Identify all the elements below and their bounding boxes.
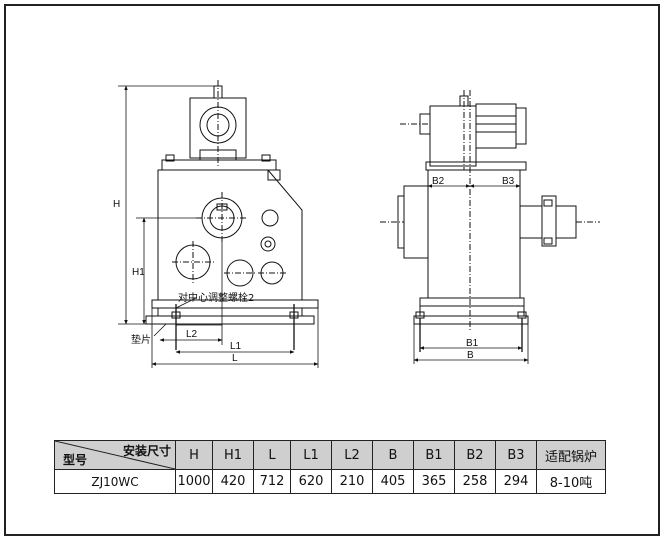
value-cell: 294 bbox=[495, 469, 537, 494]
col-header: B3 bbox=[495, 440, 537, 470]
adjust-bolt-note: 对中心调整螺栓2 bbox=[178, 291, 254, 304]
corner-bottom-label: 型号 bbox=[63, 453, 88, 467]
corner-top-label: 安装尺寸 bbox=[122, 444, 171, 458]
col-header: B bbox=[372, 440, 414, 470]
top-plate bbox=[161, 159, 277, 171]
value-cell: 258 bbox=[454, 469, 496, 494]
col-header: H1 bbox=[212, 440, 254, 470]
table-row: ZJ10WC 1000 420 712 620 210 405 365 258 … bbox=[54, 469, 606, 494]
side-dimensions bbox=[413, 178, 529, 364]
col-header: L1 bbox=[290, 440, 332, 470]
value-cell: 8-10吨 bbox=[536, 469, 606, 494]
side-right-coupling bbox=[519, 205, 543, 239]
col-header: L2 bbox=[331, 440, 373, 470]
col-header: B2 bbox=[454, 440, 496, 470]
label-B3: B3 bbox=[502, 176, 515, 187]
value-cell: 210 bbox=[331, 469, 373, 494]
label-B: B bbox=[467, 350, 474, 361]
side-gearbox bbox=[427, 169, 521, 299]
side-motor-mount bbox=[429, 105, 477, 167]
side-view bbox=[380, 90, 600, 352]
drawing-frame bbox=[4, 4, 660, 536]
col-header: 适配锅炉 bbox=[536, 440, 606, 470]
front-dimensions bbox=[118, 85, 319, 368]
shim-note: 垫片 bbox=[131, 333, 151, 346]
model-cell: ZJ10WC bbox=[54, 469, 176, 494]
side-base-plate bbox=[413, 315, 529, 325]
col-header: H bbox=[175, 440, 213, 470]
label-H1: H1 bbox=[132, 267, 145, 278]
label-H: H bbox=[113, 199, 120, 210]
technical-drawing: H H1 L2 L1 L 对中心调整螺栓2 垫片 bbox=[113, 80, 600, 368]
value-cell: 365 bbox=[413, 469, 455, 494]
gearbox-body bbox=[157, 169, 303, 301]
value-cell: 712 bbox=[253, 469, 291, 494]
gear-circle-left bbox=[175, 244, 211, 280]
label-L1: L1 bbox=[230, 341, 242, 352]
spec-header-row: 安装尺寸 型号 H H1 L L1 L2 B B1 B2 B3 适配锅炉 bbox=[54, 440, 606, 470]
spec-corner-cell: 安装尺寸 型号 bbox=[54, 440, 176, 470]
col-header: B1 bbox=[413, 440, 455, 470]
spec-table: 安装尺寸 型号 H H1 L L1 L2 B B1 B2 B3 适配锅炉 ZJ1… bbox=[54, 440, 606, 494]
side-motor bbox=[475, 103, 517, 149]
base-frame bbox=[151, 299, 319, 309]
label-B2: B2 bbox=[432, 176, 445, 187]
value-cell: 420 bbox=[212, 469, 254, 494]
front-view bbox=[145, 80, 319, 350]
label-B1: B1 bbox=[466, 338, 479, 349]
label-L: L bbox=[232, 353, 238, 364]
value-cell: 1000 bbox=[175, 469, 213, 494]
label-L2: L2 bbox=[186, 329, 198, 340]
base-plate bbox=[145, 315, 315, 325]
col-header: L bbox=[253, 440, 291, 470]
side-left-flange bbox=[403, 185, 429, 259]
value-cell: 620 bbox=[290, 469, 332, 494]
value-cell: 405 bbox=[372, 469, 414, 494]
